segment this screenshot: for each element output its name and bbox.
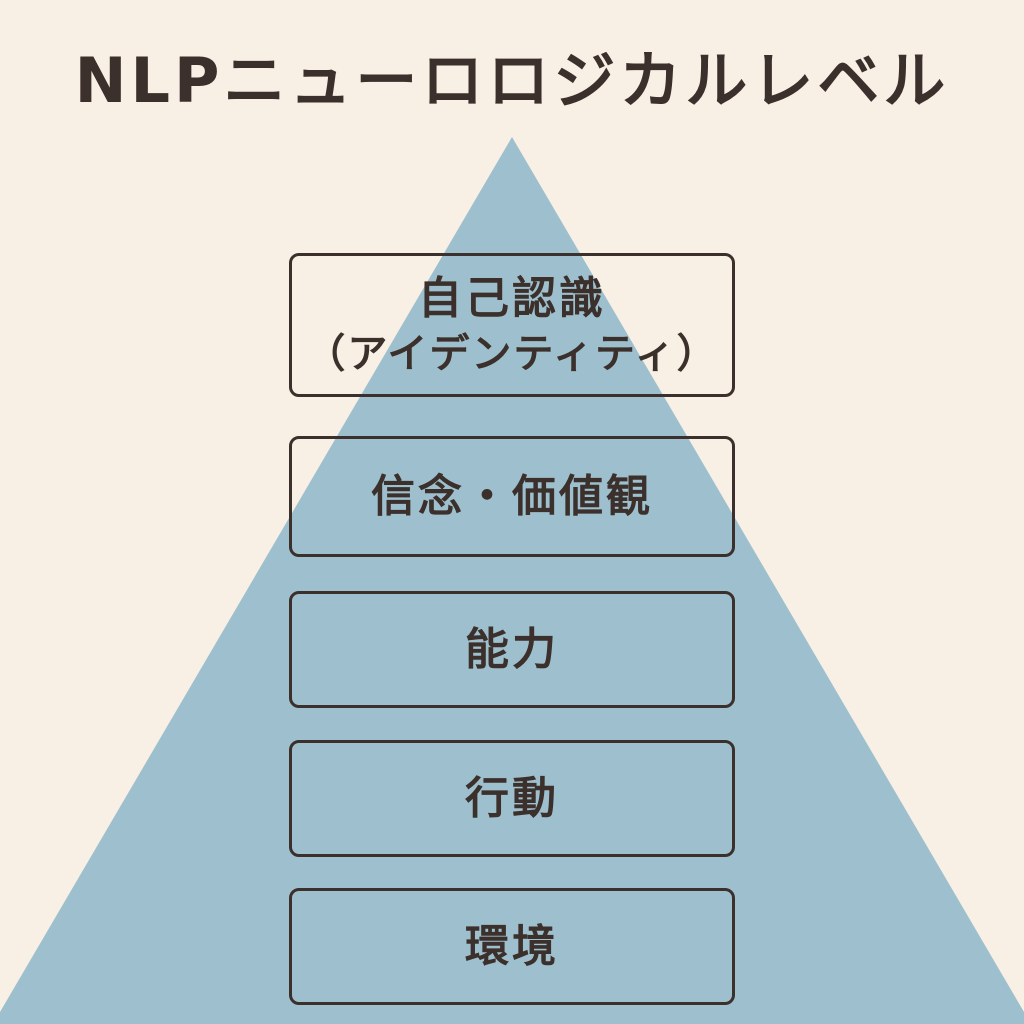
pyramid-triangle <box>0 137 1024 1024</box>
level-environment-label: 環境 <box>465 920 559 972</box>
level-beliefs-values: 信念・価値観 <box>289 436 735 557</box>
diagram-title: NLPニューロロジカルレベル <box>74 44 950 117</box>
level-behavior-label: 行動 <box>465 772 559 824</box>
level-capability-label: 能力 <box>465 623 559 675</box>
level-behavior: 行動 <box>289 740 735 857</box>
level-identity: 自己認識 （アイデンティティ） <box>289 253 735 397</box>
level-capability: 能力 <box>289 591 735 708</box>
level-environment: 環境 <box>289 888 735 1005</box>
level-beliefs-values-label: 信念・価値観 <box>371 470 653 522</box>
level-identity-sublabel: （アイデンティティ） <box>305 330 719 377</box>
level-identity-label: 自己認識 <box>418 273 606 325</box>
